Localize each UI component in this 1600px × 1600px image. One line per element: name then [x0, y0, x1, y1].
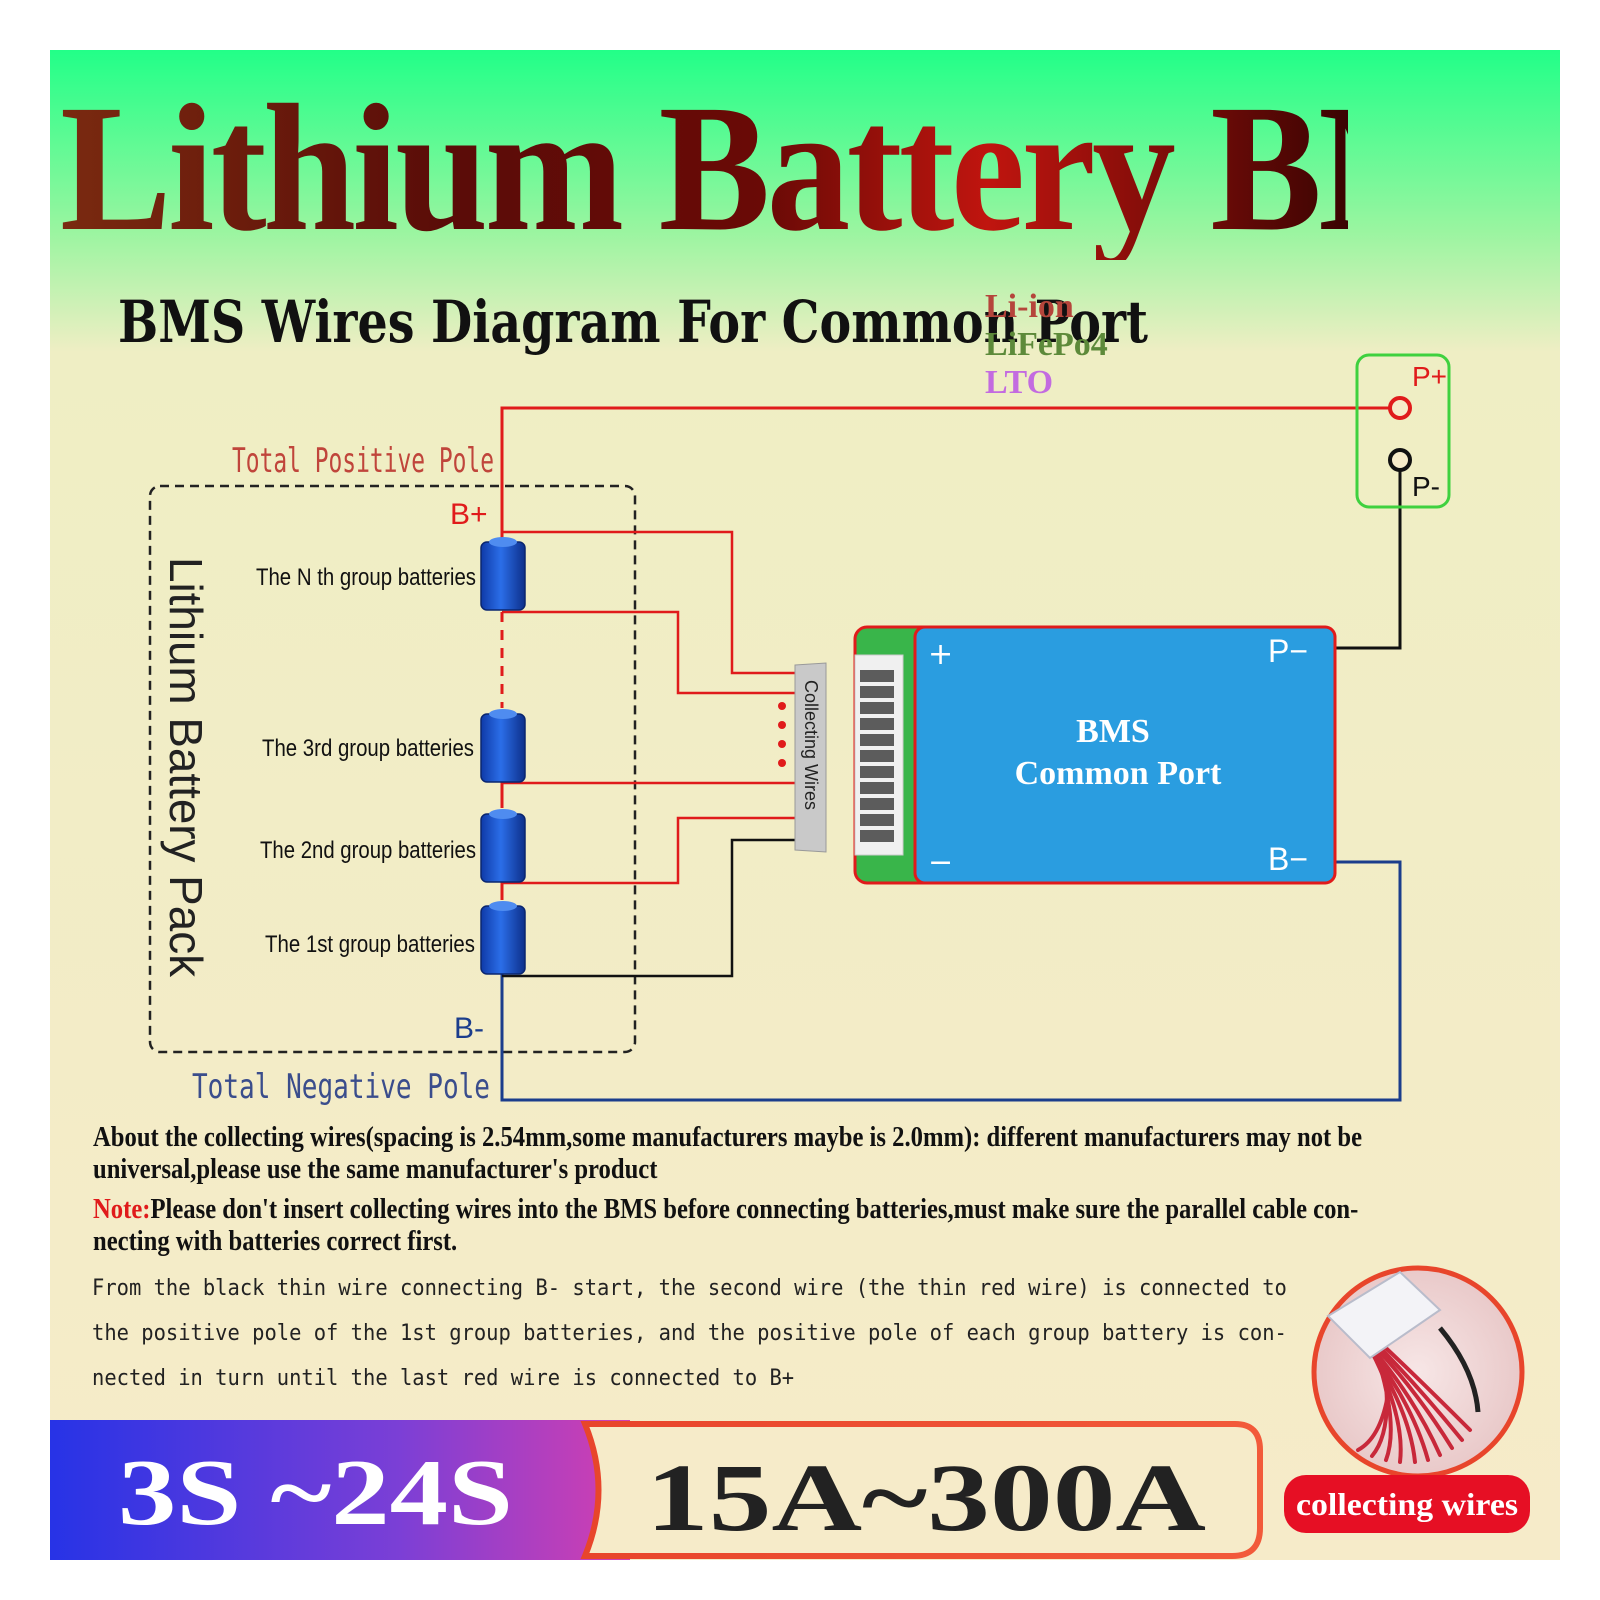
battery-pack-label: Lithium Battery Pack: [160, 557, 212, 978]
note-line2: necting with batteries correct first.: [93, 1226, 458, 1257]
p-minus-wire: [1335, 470, 1402, 650]
p-minus-terminal: [1388, 448, 1412, 472]
sense-wire-n-plus: [502, 530, 795, 675]
bms-b-minus-label: B−: [1268, 841, 1308, 877]
note-label: Note:: [93, 1194, 151, 1225]
battery-cell-n: [480, 537, 526, 611]
battery-pack-outline: [148, 484, 637, 1054]
p-minus-label: P-: [1412, 471, 1440, 502]
detail-line2: the positive pole of the 1st group batte…: [92, 1321, 1287, 1346]
detail-line1: From the black thin wire connecting B- s…: [92, 1276, 1287, 1301]
bms-connector-pins: [860, 670, 894, 842]
collecting-wires-label: Collecting Wires: [801, 680, 821, 810]
chemistry-lto: LTO: [985, 364, 1054, 401]
group-label-n: The N th group batteries: [256, 564, 476, 591]
battery-cell-3: [480, 709, 526, 783]
current-range-banner: [580, 1421, 1263, 1559]
bms-p-minus-label: P−: [1268, 633, 1308, 669]
cells-range-banner: [50, 1420, 630, 1560]
b-plus-label: B+: [450, 498, 488, 531]
more-wires-dots: [778, 702, 786, 767]
note-line1: Note:Please don't insert collecting wire…: [93, 1194, 1358, 1226]
about-collecting-wires-line2: universal,please use the same manufactur…: [93, 1154, 658, 1185]
detail-line3: nected in turn until the last red wire i…: [92, 1366, 795, 1391]
bms-board: + − P− B− BMS Common Port: [853, 625, 1337, 885]
photo-caption-badge: [1284, 1475, 1530, 1533]
group-label-3: The 3rd group batteries: [262, 735, 474, 762]
positive-main-wire: [500, 406, 1390, 548]
battery-cell-1: [480, 901, 526, 975]
note-text: Please don't insert collecting wires int…: [150, 1194, 1359, 1225]
about-collecting-wires-line1: About the collecting wires(spacing is 2.…: [93, 1122, 1363, 1153]
current-range-text: 15A~300A: [646, 1444, 1206, 1551]
photo-caption-text: collecting wires: [1296, 1486, 1518, 1522]
bms-plus-mark: +: [928, 637, 953, 672]
sense-wire-black: [502, 838, 795, 978]
cells-range-text: 3S ~24S: [118, 1441, 513, 1545]
output-port: P+ P-: [1355, 353, 1451, 509]
bms-title-line1: BMS: [1076, 713, 1150, 750]
sense-wire-n-minus: [502, 610, 795, 695]
total-negative-pole-label: Total Negative Pole: [192, 1067, 490, 1107]
collecting-wires-plug: Collecting Wires: [794, 662, 827, 853]
group-label-1: The 1st group batteries: [265, 931, 475, 958]
diagram-subtitle: BMS Wires Diagram For Common Port: [118, 288, 1148, 356]
bms-title-line2: Common Port: [1015, 755, 1222, 792]
b-minus-label: B-: [454, 1012, 484, 1045]
battery-cell-2: [480, 809, 526, 883]
group-label-2: The 2nd group batteries: [260, 837, 476, 864]
total-positive-pole-label: Total Positive Pole: [232, 441, 494, 481]
collecting-wires-photo: [1311, 1265, 1525, 1479]
page-title: Lithium Battery BMS: [60, 68, 1566, 269]
bms-minus-mark: −: [928, 845, 953, 880]
chemistry-li-ion: Li-ion: [985, 288, 1074, 325]
p-plus-terminal: [1388, 396, 1412, 420]
sense-wire-2nd: [502, 816, 795, 885]
chemistry-lifepo4: LiFePo4: [985, 326, 1108, 363]
p-plus-label: P+: [1412, 361, 1447, 392]
negative-main-wire: [500, 860, 1402, 1102]
